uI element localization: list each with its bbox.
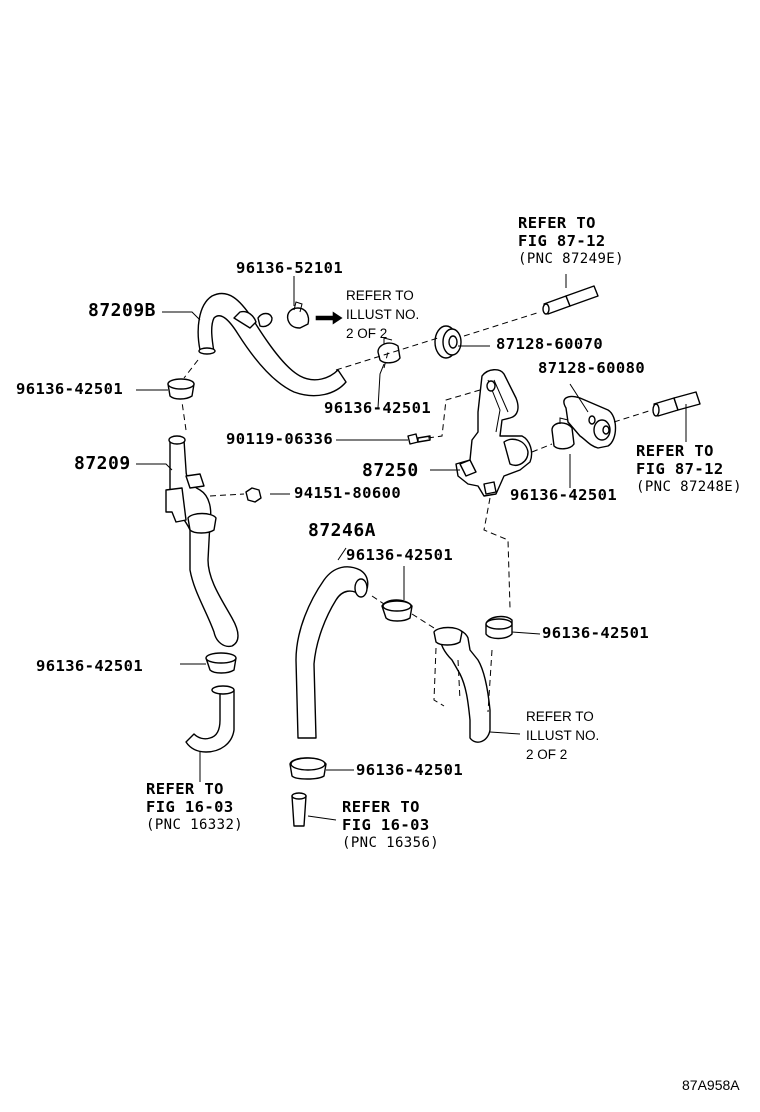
ref-illust-bottom[interactable]: REFER TO ILLUST NO. 2 OF 2 — [526, 707, 599, 764]
clamp-42501-right-middle — [485, 615, 513, 640]
ref-line: REFER TO — [346, 288, 414, 303]
ref-line: REFER TO — [518, 214, 596, 232]
ref-line: FIG 87-12 — [636, 460, 724, 478]
leader-lines — [136, 274, 687, 821]
ref-line: FIG 87-12 — [518, 232, 606, 250]
ref-illust-top[interactable]: REFER TO ILLUST NO. 2 OF 2 — [346, 286, 419, 343]
label-96136-42501-bottom[interactable]: 96136-42501 — [356, 761, 464, 779]
pipe-right — [652, 391, 701, 417]
label-96136-42501-upper-left[interactable]: 96136-42501 — [16, 380, 124, 398]
label-96136-42501-upper-center[interactable]: 96136-42501 — [324, 399, 432, 417]
ref-fig-87-12-right[interactable]: REFER TO FIG 87-12 (PNC 87248E) — [636, 442, 742, 496]
ref-line: REFER TO — [146, 780, 224, 798]
label-96136-42501-center[interactable]: 96136-42501 — [346, 546, 454, 564]
ref-line: ILLUST NO. — [346, 307, 420, 322]
pipe-lower-left — [185, 685, 235, 753]
ref-line: (PNC 87248E) — [636, 479, 742, 495]
valve-87250 — [455, 369, 533, 497]
label-96136-42501-right-middle[interactable]: 96136-42501 — [542, 624, 650, 642]
ref-line: REFER TO — [342, 798, 420, 816]
ref-line: (PNC 16332) — [146, 817, 244, 833]
pipe-bottom-center — [291, 792, 307, 827]
ref-line: 2 OF 2 — [526, 747, 568, 762]
clamp-42501-lower-left — [205, 652, 237, 674]
label-87246A[interactable]: 87246A — [308, 520, 377, 541]
bolt-90119-06336 — [407, 433, 431, 445]
label-96136-42501-right[interactable]: 96136-42501 — [510, 486, 618, 504]
hose-87246A — [295, 566, 369, 739]
hose-center-right — [433, 626, 491, 743]
ref-line: (PNC 16356) — [342, 835, 440, 851]
hose-87209B — [197, 292, 347, 397]
pipe-top-right — [542, 285, 599, 315]
label-87209B[interactable]: 87209B — [88, 300, 157, 321]
ref-line: ILLUST NO. — [526, 728, 600, 743]
label-90119-06336[interactable]: 90119-06336 — [226, 430, 334, 448]
label-87128-60080[interactable]: 87128-60080 — [538, 359, 646, 377]
label-94151-80600[interactable]: 94151-80600 — [294, 484, 402, 502]
ref-line: REFER TO — [636, 442, 714, 460]
arrow-icon — [315, 311, 343, 325]
clamp-42501-right — [551, 417, 575, 450]
ref-fig-16-03-left[interactable]: REFER TO FIG 16-03 (PNC 16332) — [146, 780, 243, 834]
ref-fig-16-03-mid[interactable]: REFER TO FIG 16-03 (PNC 16356) — [342, 798, 439, 852]
clamp-52101 — [257, 301, 310, 329]
label-96136-52101[interactable]: 96136-52101 — [236, 259, 344, 277]
clamp-42501-upper-left — [167, 378, 195, 400]
ref-line: FIG 16-03 — [342, 816, 430, 834]
ref-line: FIG 16-03 — [146, 798, 234, 816]
label-87209[interactable]: 87209 — [74, 453, 131, 474]
ref-fig-87-12-top[interactable]: REFER TO FIG 87-12 (PNC 87249E) — [518, 214, 624, 268]
label-87250[interactable]: 87250 — [362, 460, 419, 481]
clamp-42501-bottom — [289, 757, 327, 780]
gasket-87128-60080 — [563, 395, 617, 449]
hose-87209 — [165, 435, 239, 648]
grommet-87128-60070 — [434, 325, 462, 359]
nut-94151-80600 — [245, 487, 262, 503]
label-96136-42501-lower-left[interactable]: 96136-42501 — [36, 657, 144, 675]
clamp-42501-center — [381, 599, 413, 622]
ref-line: REFER TO — [526, 709, 594, 724]
label-87128-60070[interactable]: 87128-60070 — [496, 335, 604, 353]
ref-line: 2 OF 2 — [346, 326, 388, 341]
diagram-code: 87A958A — [682, 1077, 740, 1093]
ref-line: (PNC 87249E) — [518, 251, 624, 267]
